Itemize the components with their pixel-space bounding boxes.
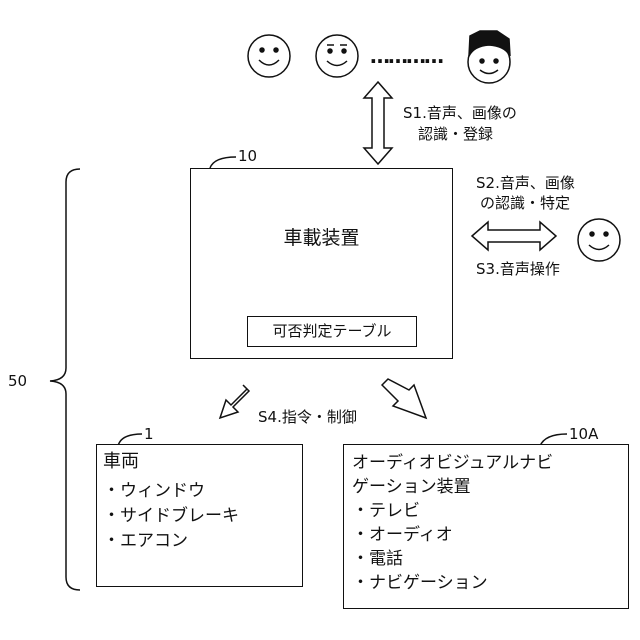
s1-double-arrow [364,82,392,164]
ref-number-50: 50 [8,374,27,389]
vehicle-item: ・エアコン [103,529,239,554]
s4-arrow-right [382,379,426,418]
permission-table-label: 可否判定テーブル [248,324,416,339]
leader-10 [210,157,236,168]
ref-number-1: 1 [144,427,154,442]
av-navigation-title-line2: ゲーション装置 [352,475,553,499]
s3-label: S3.音声操作 [476,262,560,277]
s2-s3-double-arrow [472,222,556,250]
s1-label-line2: 認識・登録 [418,127,493,142]
vehicle-title: 車両 [103,453,139,471]
user-face-3-icon [468,31,510,83]
vehicle-item: ・ウィンドウ [103,479,239,504]
onboard-device-box: 車載装置 可否判定テーブル [190,168,453,359]
vehicle-box: 車両 ・ウィンドウ ・サイドブレーキ ・エアコン [96,444,303,587]
user-face-2-icon [316,35,358,77]
s2-label-line2: の認識・特定 [480,196,570,211]
more-users-dots: ………… [370,46,442,66]
permission-table-box: 可否判定テーブル [247,316,417,347]
onboard-device-title: 車載装置 [191,229,452,248]
group-brace-50 [50,169,80,590]
s2-label-line1: S2.音声、画像 [476,176,575,191]
user-face-1-icon [248,35,290,77]
ref-number-10A: 10A [569,427,598,442]
av-navigation-title-line1: オーディオビジュアルナビ [352,451,553,475]
s1-label-line1: S1.音声、画像の [403,106,517,121]
s4-arrow-left [220,385,249,418]
av-navigation-content: オーディオビジュアルナビ ゲーション装置 ・テレビ ・オーディオ ・電話 ・ナビ… [352,451,553,595]
s4-label: S4.指令・制御 [258,410,357,425]
av-item: ・オーディオ [352,523,553,547]
vehicle-item: ・サイドブレーキ [103,504,239,529]
av-navigation-box: オーディオビジュアルナビ ゲーション装置 ・テレビ ・オーディオ ・電話 ・ナビ… [343,444,629,609]
ref-number-10: 10 [238,149,257,164]
user-face-4-icon [578,219,620,261]
vehicle-item-list: ・ウィンドウ ・サイドブレーキ ・エアコン [103,479,239,554]
av-item: ・テレビ [352,499,553,523]
av-item: ・電話 [352,547,553,571]
av-item: ・ナビゲーション [352,571,553,595]
